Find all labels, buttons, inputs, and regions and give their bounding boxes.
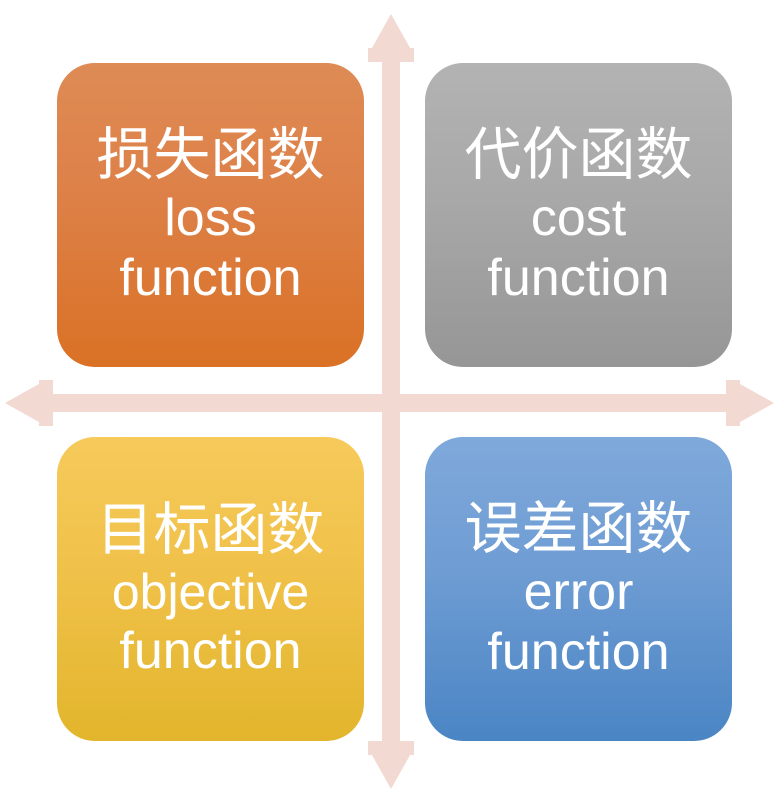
quadrant-cost-label-cn: 代价函数 [464, 122, 693, 187]
quadrant-error-function[interactable]: 误差函数 error function [425, 437, 732, 741]
horizontal-axis-shaft [44, 394, 734, 412]
quadrant-objective-function[interactable]: 目标函数 objective function [57, 437, 364, 741]
right-arrow-icon [733, 380, 774, 426]
right-arrow-neck [726, 380, 740, 426]
quadrant-loss-label-en-line2: function [119, 249, 302, 308]
quadrant-loss-label-en-line1: loss [164, 188, 257, 247]
left-arrow-neck [39, 380, 53, 426]
up-arrow-icon [368, 14, 414, 55]
quadrant-error-label-cn: 误差函数 [464, 496, 693, 561]
horizontal-axis-arrow [5, 380, 774, 426]
down-arrow-icon [368, 748, 414, 789]
up-arrow-neck [368, 48, 414, 62]
down-arrow-neck [368, 741, 414, 755]
quadrant-cost-label-en-line1: cost [530, 188, 627, 247]
quadrant-error-label-en-line1: error [523, 562, 634, 621]
quadrant-cost-function[interactable]: 代价函数 cost function [425, 63, 732, 367]
quadrant-error-label-en-line2: function [487, 623, 670, 682]
quadrant-loss-label-cn: 损失函数 [96, 122, 325, 187]
quadrant-cost-label-en-line2: function [487, 249, 670, 308]
left-arrow-icon [5, 380, 46, 426]
quadrant-loss-function[interactable]: 损失函数 loss function [57, 63, 364, 367]
quadrant-objective-label-en-line1: objective [111, 563, 310, 620]
vertical-axis-shaft [382, 54, 400, 748]
quadrant-objective-label-cn: 目标函数 [96, 497, 325, 562]
quadrant-objective-label-en-line2: function [119, 621, 302, 680]
vertical-axis-arrow [368, 14, 414, 789]
